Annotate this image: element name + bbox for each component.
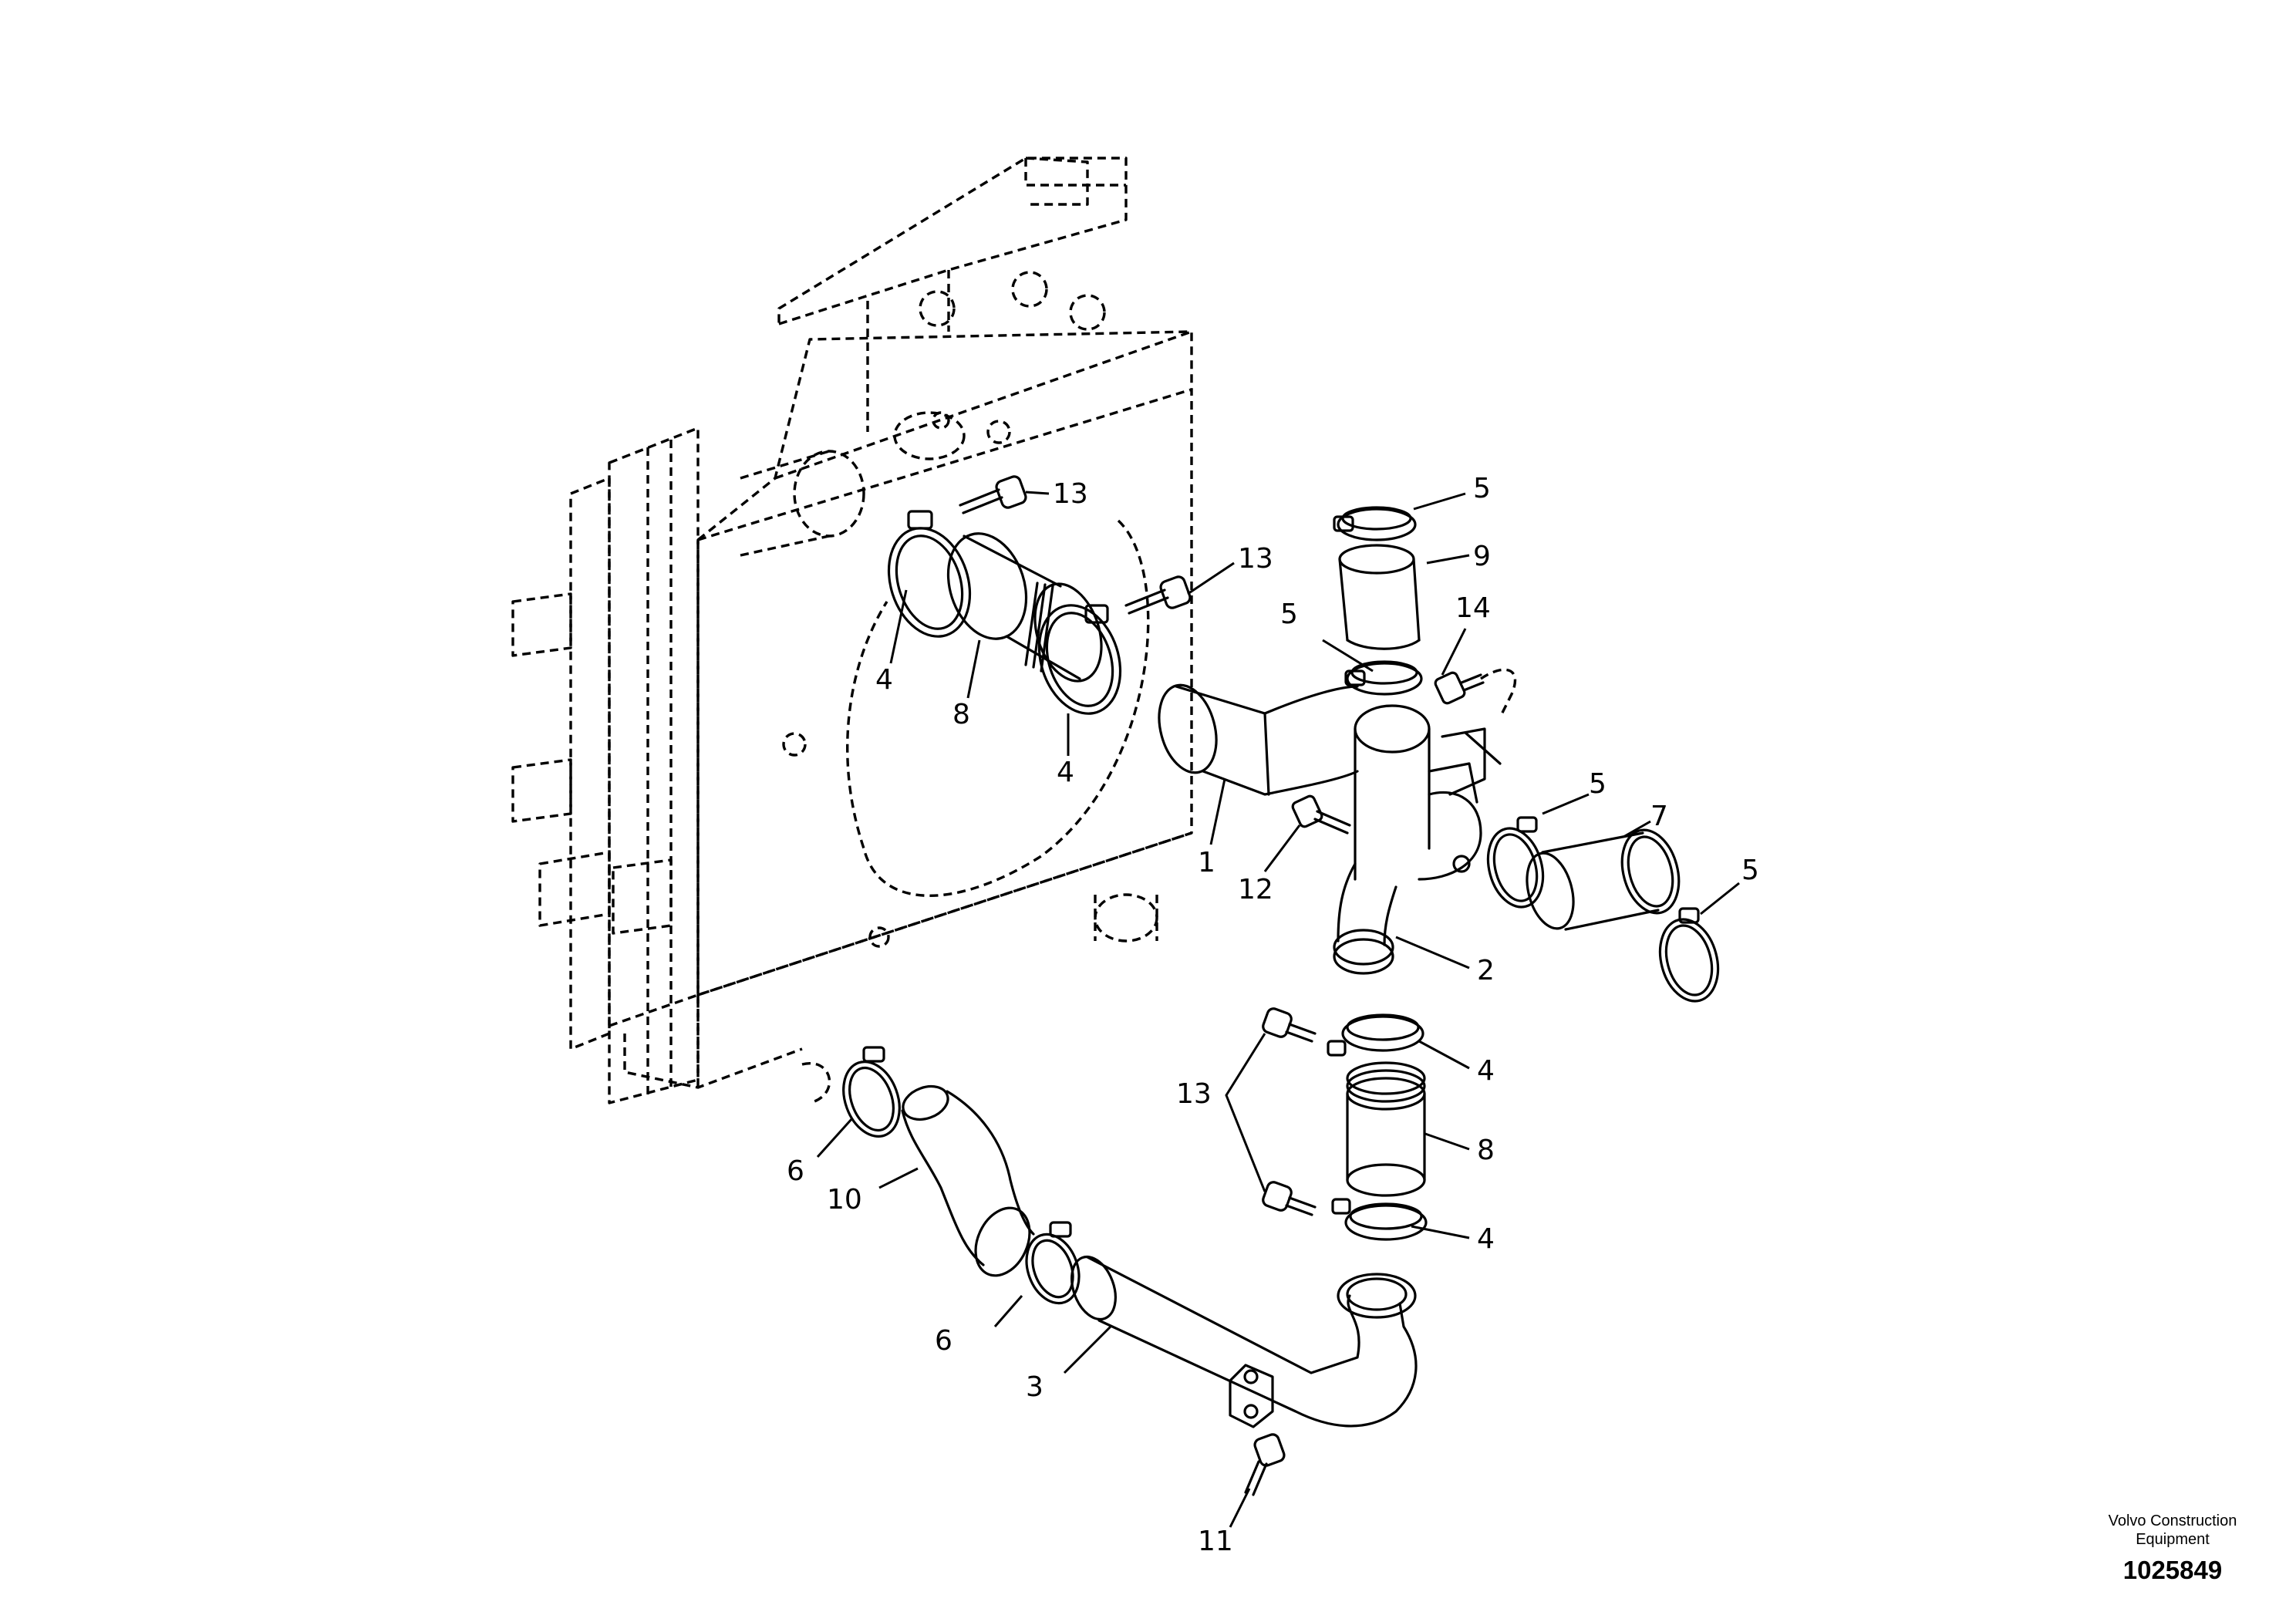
leader-lines xyxy=(816,491,1740,1528)
label-9: 9 xyxy=(1473,541,1491,572)
hose-9 xyxy=(1338,544,1421,650)
y-manifold-2 xyxy=(1333,704,1482,975)
label-12: 12 xyxy=(1238,874,1273,905)
document-number: 1025849 xyxy=(2123,1556,2222,1584)
brand-line-2: Equipment xyxy=(2136,1531,2210,1548)
label-6b: 6 xyxy=(935,1325,952,1357)
label-13b: 13 xyxy=(1238,543,1273,575)
clamp-4-upper-left xyxy=(887,510,972,638)
hose-7 xyxy=(1526,828,1681,931)
clamp-6-lower xyxy=(1025,1221,1081,1305)
clamp-5-middle xyxy=(1344,660,1423,696)
hose-10 xyxy=(901,1084,1035,1277)
elbow-pipe-1 xyxy=(1158,683,1359,796)
label-2: 2 xyxy=(1477,955,1495,986)
mounting-bracket xyxy=(1441,668,1517,796)
clamp-4-upper-right xyxy=(1037,604,1122,715)
label-11: 11 xyxy=(1198,1526,1233,1557)
footer-block: Volvo Construction Equipment 1025849 xyxy=(2109,1512,2237,1584)
screw-13-upper-right xyxy=(1124,575,1192,615)
clamp-5-top xyxy=(1333,506,1417,541)
label-3: 3 xyxy=(1026,1371,1043,1403)
screw-12 xyxy=(1291,794,1351,835)
screw-13-lower-top xyxy=(1262,1007,1317,1043)
screw-14 xyxy=(1434,671,1485,705)
label-5c: 5 xyxy=(1589,768,1607,800)
label-5a: 5 xyxy=(1473,473,1491,504)
label-1: 1 xyxy=(1198,847,1215,878)
part-labels: 13 13 4 8 4 1 12 5 9 14 5 5 7 5 2 4 13 8… xyxy=(787,473,1759,1557)
clamp-5-right-a xyxy=(1486,816,1545,909)
hose-8-lower xyxy=(1346,1061,1426,1197)
screw-13-lower-bottom xyxy=(1262,1181,1317,1216)
label-4b: 4 xyxy=(1057,757,1074,788)
label-7: 7 xyxy=(1650,801,1668,832)
clamp-4-lower-top xyxy=(1327,1013,1424,1057)
label-5d: 5 xyxy=(1741,855,1759,886)
label-6a: 6 xyxy=(787,1155,804,1187)
label-4d: 4 xyxy=(1477,1223,1495,1255)
label-4a: 4 xyxy=(875,664,893,696)
clamp-6-upper xyxy=(842,1046,901,1138)
label-13c: 13 xyxy=(1176,1078,1212,1110)
pipe-3 xyxy=(1070,1255,1418,1428)
screw-11 xyxy=(1244,1433,1286,1496)
label-14: 14 xyxy=(1455,592,1491,624)
screw-13-upper-left xyxy=(959,475,1027,514)
label-5b: 5 xyxy=(1280,599,1298,630)
brand-line-1: Volvo Construction xyxy=(2109,1512,2237,1529)
label-8b: 8 xyxy=(1477,1135,1495,1166)
radiator-assembly-outline xyxy=(511,157,1193,1104)
clamp-4-lower-bottom xyxy=(1331,1198,1428,1241)
label-13a: 13 xyxy=(1053,478,1088,510)
label-10: 10 xyxy=(827,1184,862,1216)
clamp-5-right-b xyxy=(1658,907,1720,1003)
hose-8-upper xyxy=(946,532,1103,683)
label-8a: 8 xyxy=(952,699,970,730)
label-4c: 4 xyxy=(1477,1055,1495,1087)
